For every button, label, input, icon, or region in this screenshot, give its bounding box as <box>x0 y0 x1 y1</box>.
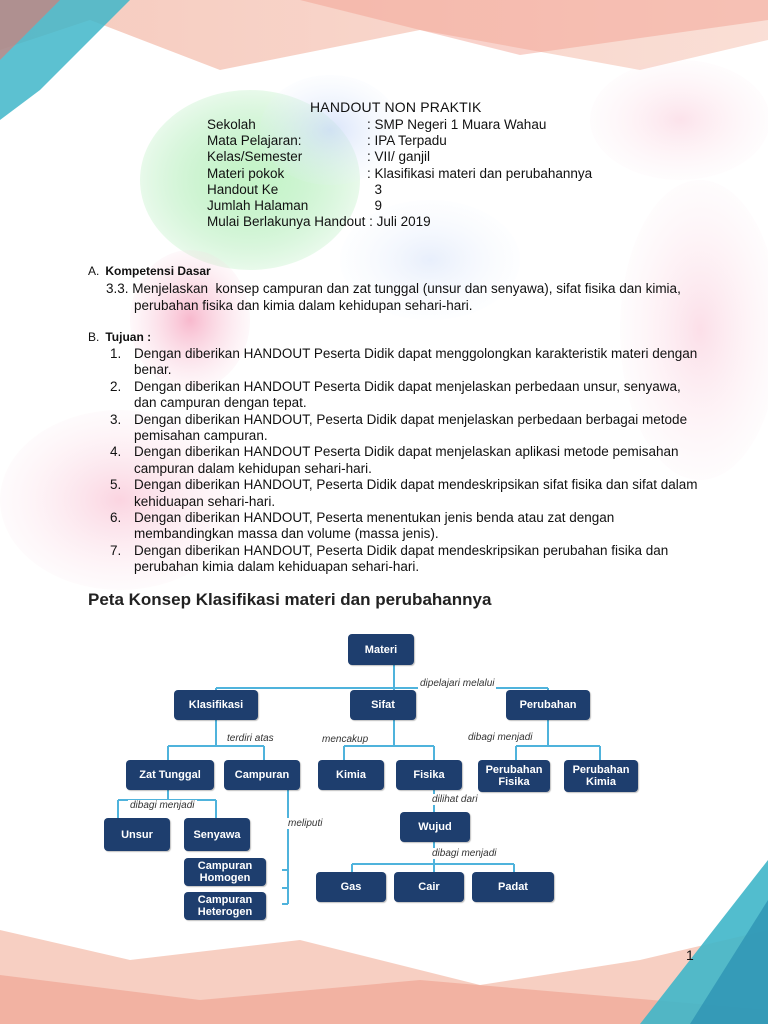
list-text: Dengan diberikan HANDOUT, Peserta Didik … <box>134 411 688 444</box>
meta-value: : SMP Negeri 1 Muara Wahau <box>367 117 547 132</box>
list-item: 3. Dengan diberikan HANDOUT, Peserta Didi… <box>110 412 700 445</box>
meta-mulai-berlaku: Mulai Berlakunya Handout : Juli 2019 <box>207 214 431 230</box>
concept-node-sifat: Sifat <box>350 690 416 720</box>
concept-node-gas: Gas <box>316 872 386 902</box>
list-text: Dengan diberikan HANDOUT Peserta Didik d… <box>134 378 681 411</box>
meta-value: : VII/ ganjil <box>367 149 431 165</box>
kompetensi-line-2: perubahan fisika dan kimia dalam kehidup… <box>134 297 473 313</box>
meta-row-materi-pokok: Materi pokok : Klasifikasi materi dan pe… <box>207 166 592 182</box>
relation-label: dipelajari melalui <box>418 678 497 689</box>
relation-label: mencakup <box>320 734 371 745</box>
list-text: Dengan diberikan HANDOUT Peserta Didik d… <box>134 444 679 476</box>
meta-row-kelas-semester: Kelas/Semester : VII/ ganjil <box>207 149 592 165</box>
relation-label: dilihat dari <box>430 794 480 805</box>
meta-label: Sekolah <box>207 117 256 132</box>
section-heading-text: Kompetensi Dasar <box>105 264 211 278</box>
meta-label: Kelas/Semester <box>207 149 303 165</box>
list-text: Dengan diberikan HANDOUT, Peserta Didik … <box>134 477 698 509</box>
concept-node-padat: Padat <box>472 872 554 902</box>
concept-node-wujud: Wujud <box>400 812 470 842</box>
meta-row-mata-pelajaran: Mata Pelajaran: : IPA Terpadu <box>207 133 592 149</box>
concept-node-zat-tunggal: Zat Tunggal <box>126 760 214 790</box>
meta-row-mulai-berlaku: Mulai Berlakunya Handout : Juli 2019 <box>207 214 592 230</box>
list-item: 1. Dengan diberikan HANDOUT Peserta Didik… <box>110 346 700 379</box>
relation-label: meliputi <box>286 818 325 829</box>
relation-label: terdiri atas <box>225 733 276 744</box>
concept-node-perubahan: Perubahan <box>506 690 590 720</box>
concept-map-title: Peta Konsep Klasifikasi materi dan perub… <box>88 590 492 609</box>
concept-node-materi: Materi <box>348 634 414 665</box>
concept-node-unsur: Unsur <box>104 818 170 851</box>
list-text: Dengan diberikan HANDOUT, Peserta Didik … <box>134 542 669 575</box>
list-item: 6. Dengan diberikan HANDOUT, Peserta mene… <box>110 510 700 543</box>
relation-label: dibagi menjadi <box>466 732 535 743</box>
relation-label: dibagi menjadi <box>430 848 499 859</box>
list-item: 5. Dengan diberikan HANDOUT, Peserta Didi… <box>110 477 700 510</box>
concept-node-campuran: Campuran <box>224 760 300 790</box>
page-number: 1 <box>686 947 694 963</box>
list-number: 7. <box>110 542 122 558</box>
concept-map: dipelajari melalui terdiri atas mencakup… <box>88 618 664 924</box>
tujuan-list: 1. Dengan diberikan HANDOUT Peserta Didik… <box>110 346 700 576</box>
kompetensi-dasar-text: 3.3. Menjelaskan konsep campuran dan zat… <box>106 281 716 314</box>
list-number: 3. <box>110 411 122 427</box>
meta-label: Materi pokok <box>207 165 285 181</box>
meta-label: Jumlah Halaman <box>207 197 309 213</box>
section-heading-text: Tujuan : <box>105 330 152 344</box>
kompetensi-line-1: 3.3. Menjelaskan konsep campuran dan zat… <box>106 281 681 296</box>
list-number: 5. <box>110 477 122 493</box>
list-item: 2. Dengan diberikan HANDOUT Peserta Didik… <box>110 379 700 412</box>
concept-node-kimia: Kimia <box>318 760 384 790</box>
document-meta: Sekolah : SMP Negeri 1 Muara Wahau Mata … <box>207 117 592 230</box>
meta-label: Mata Pelajaran: <box>207 133 302 149</box>
concept-node-fisika: Fisika <box>396 760 462 790</box>
concept-node-cair: Cair <box>394 872 464 902</box>
meta-value: 9 <box>367 197 383 213</box>
section-heading-tujuan: B. Tujuan : <box>88 330 151 344</box>
meta-value: : Klasifikasi materi dan perubahannya <box>367 165 593 181</box>
list-number: 6. <box>110 510 122 526</box>
document-title: HANDOUT NON PRAKTIK <box>310 99 482 115</box>
list-text: Dengan diberikan HANDOUT Peserta Didik d… <box>134 346 698 378</box>
concept-node-klasifikasi: Klasifikasi <box>174 690 258 720</box>
section-letter: A. <box>88 264 100 278</box>
section-heading-kompetensi: A. Kompetensi Dasar <box>88 264 211 278</box>
section-letter: B. <box>88 330 100 344</box>
concept-node-campuran-homogen: Campuran Homogen <box>184 858 266 886</box>
meta-row-sekolah: Sekolah : SMP Negeri 1 Muara Wahau <box>207 117 592 133</box>
concept-node-senyawa: Senyawa <box>184 818 250 851</box>
meta-value: : IPA Terpadu <box>367 133 447 149</box>
concept-node-perubahan-kimia: Perubahan Kimia <box>564 760 638 792</box>
meta-row-handout-ke: Handout Ke 3 <box>207 182 592 198</box>
concept-node-perubahan-fisika: Perubahan Fisika <box>478 760 550 792</box>
meta-row-jumlah-halaman: Jumlah Halaman 9 <box>207 198 592 214</box>
meta-label: Handout Ke <box>207 181 279 197</box>
list-number: 4. <box>110 444 122 460</box>
list-number: 1. <box>110 346 122 361</box>
concept-node-campuran-heterogen: Campuran Heterogen <box>184 892 266 920</box>
meta-value: 3 <box>367 181 383 197</box>
list-item: 7. Dengan diberikan HANDOUT, Peserta Didi… <box>110 543 700 576</box>
list-number: 2. <box>110 378 122 394</box>
list-item: 4. Dengan diberikan HANDOUT Peserta Didik… <box>110 444 700 477</box>
relation-label: dibagi menjadi <box>128 800 197 811</box>
list-text: Dengan diberikan HANDOUT, Peserta menent… <box>134 510 615 542</box>
